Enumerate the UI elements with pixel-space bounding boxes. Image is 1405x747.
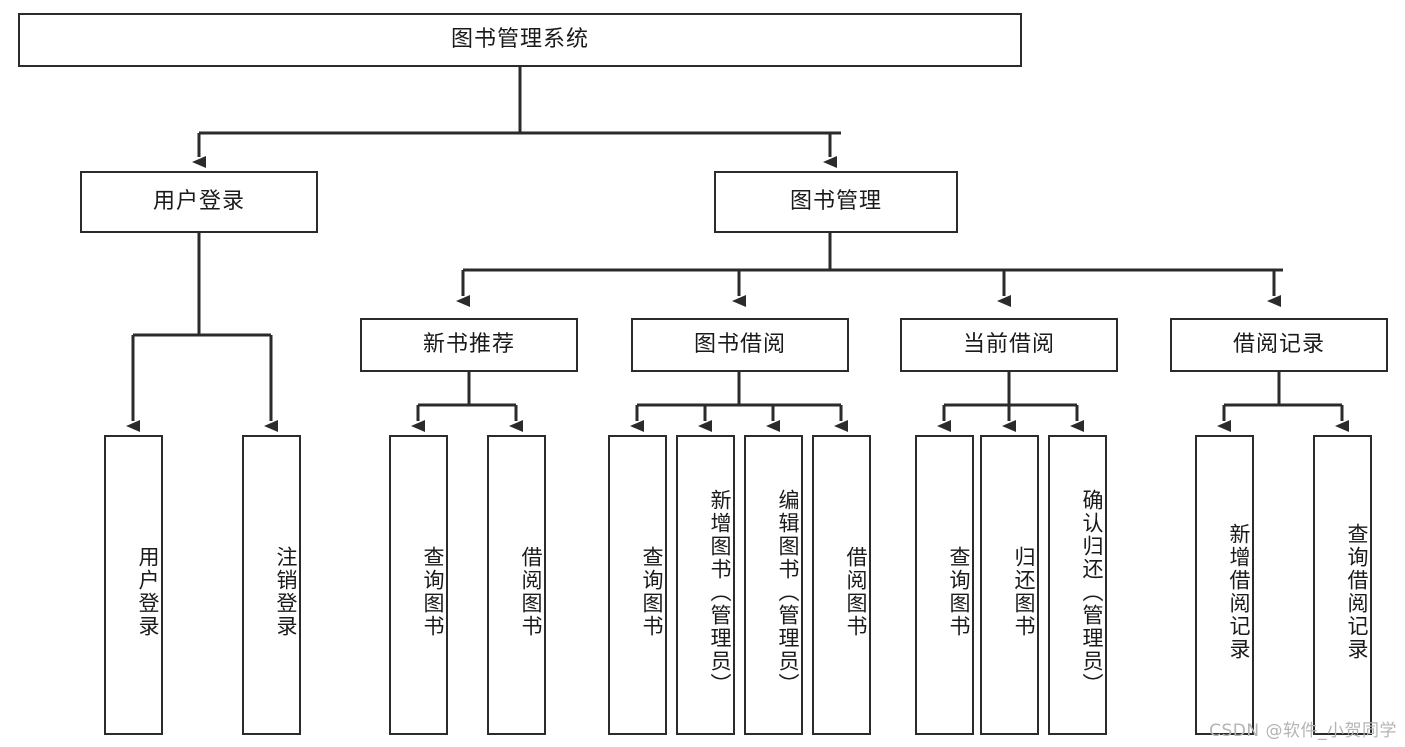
- leaf-borrow-add-book[interactable]: 新增图书（管理员）: [676, 435, 735, 735]
- node-label: 借阅图书: [844, 546, 868, 638]
- node-label: 查询图书: [421, 546, 445, 638]
- node-borrow-record[interactable]: 借阅记录: [1170, 318, 1388, 372]
- node-label: 新书推荐: [422, 331, 515, 357]
- leaf-borrow-edit-book[interactable]: 编辑图书（管理员）: [744, 435, 803, 735]
- leaf-borrow-query-book[interactable]: 查询图书: [608, 435, 667, 735]
- node-new-book-recommend[interactable]: 新书推荐: [360, 318, 578, 372]
- leaf-new-book-borrow[interactable]: 借阅图书: [487, 435, 546, 735]
- node-label: 借阅图书: [519, 546, 543, 638]
- node-label: 新增图书（管理员）: [708, 488, 732, 696]
- node-label: 图书管理系统: [450, 26, 589, 52]
- node-label: 用户登录: [136, 546, 160, 638]
- node-label: 编辑图书（管理员）: [776, 488, 800, 696]
- node-label: 查询图书: [640, 546, 664, 638]
- leaf-borrow-borrow-book[interactable]: 借阅图书: [812, 435, 871, 735]
- node-label: 归还图书: [1012, 546, 1036, 638]
- node-current-borrow[interactable]: 当前借阅: [900, 318, 1118, 372]
- leaf-current-return-book[interactable]: 归还图书: [980, 435, 1039, 735]
- node-book-management[interactable]: 图书管理: [714, 171, 958, 233]
- leaf-record-add[interactable]: 新增借阅记录: [1195, 435, 1254, 735]
- node-label: 当前借阅: [962, 331, 1055, 357]
- node-root[interactable]: 图书管理系统: [18, 13, 1022, 67]
- csdn-watermark: CSDN @软件_小贺同学: [1209, 721, 1397, 741]
- leaf-user-login-login[interactable]: 用户登录: [104, 435, 163, 735]
- node-label: 注销登录: [274, 546, 298, 638]
- node-label: 新增借阅记录: [1227, 523, 1251, 661]
- leaf-record-query[interactable]: 查询借阅记录: [1313, 435, 1372, 735]
- leaf-user-login-logout[interactable]: 注销登录: [242, 435, 301, 735]
- node-label: 确认归还（管理员）: [1080, 488, 1104, 696]
- node-label: 查询图书: [947, 546, 971, 638]
- node-book-borrow[interactable]: 图书借阅: [631, 318, 849, 372]
- node-label: 图书借阅: [693, 331, 786, 357]
- node-label: 图书管理: [789, 188, 882, 214]
- node-label: 用户登录: [152, 188, 245, 214]
- node-user-login[interactable]: 用户登录: [80, 171, 318, 233]
- node-label: 借阅记录: [1232, 331, 1325, 357]
- leaf-new-book-query[interactable]: 查询图书: [389, 435, 448, 735]
- leaf-current-query-book[interactable]: 查询图书: [915, 435, 974, 735]
- node-label: 查询借阅记录: [1345, 523, 1369, 661]
- leaf-current-confirm-return[interactable]: 确认归还（管理员）: [1048, 435, 1107, 735]
